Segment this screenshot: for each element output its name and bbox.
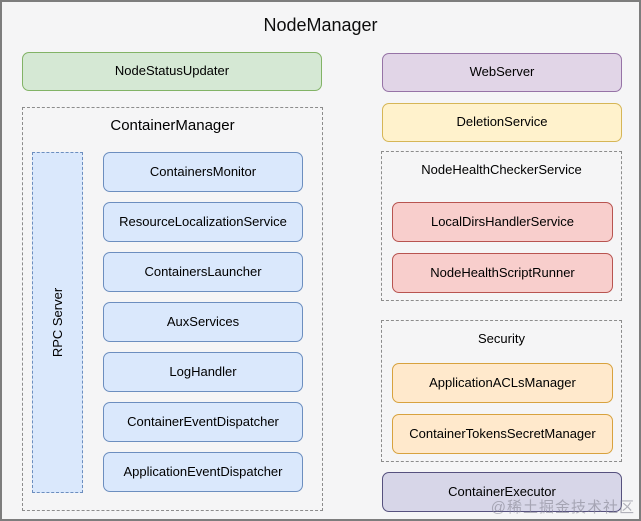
node-status-updater-box: NodeStatusUpdater [22, 52, 322, 91]
watermark-text: @稀土掘金技术社区 [490, 499, 635, 516]
containers-monitor-box: ContainersMonitor [103, 152, 303, 192]
security-label: Security [478, 331, 525, 346]
log-handler-box: LogHandler [103, 352, 303, 392]
container-manager-group: ContainerManager [22, 107, 323, 511]
container-tokens-secret-manager-box: ContainerTokensSecretManager [392, 414, 613, 454]
rpc-server-box: RPC Server [32, 152, 83, 493]
rpc-server-label: RPC Server [50, 287, 66, 358]
containers-launcher-box: ContainersLauncher [103, 252, 303, 292]
container-executor-box: ContainerExecutor [382, 472, 622, 512]
application-event-dispatcher-box: ApplicationEventDispatcher [103, 452, 303, 492]
deletion-service-box: DeletionService [382, 103, 622, 142]
application-acls-manager-box: ApplicationACLsManager [392, 363, 613, 403]
node-health-checker-group: NodeHealthCheckerService [381, 151, 622, 301]
node-health-script-runner-box: NodeHealthScriptRunner [392, 253, 613, 293]
aux-services-box: AuxServices [103, 302, 303, 342]
resource-localization-service-box: ResourceLocalizationService [103, 202, 303, 242]
security-group: Security [381, 320, 622, 462]
local-dirs-handler-service-box: LocalDirsHandlerService [392, 202, 613, 242]
container-event-dispatcher-box: ContainerEventDispatcher [103, 402, 303, 442]
diagram-title: NodeManager [263, 15, 378, 35]
node-health-checker-label: NodeHealthCheckerService [421, 162, 582, 177]
web-server-box: WebServer [382, 53, 622, 92]
container-manager-label: ContainerManager [110, 117, 235, 134]
